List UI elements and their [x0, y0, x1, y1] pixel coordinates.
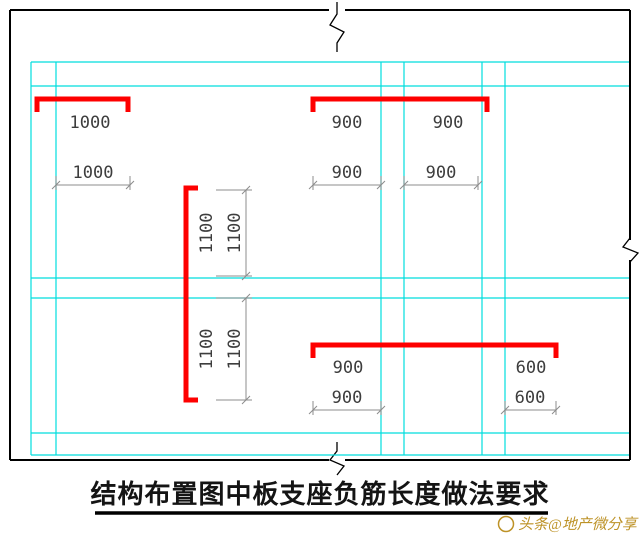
- dim-tick: [399, 180, 409, 190]
- dim-tick: [51, 180, 61, 190]
- bar-label-vertical-upper: 1100: [197, 213, 217, 254]
- dim-tick: [241, 271, 251, 281]
- dimension-lines: [51, 176, 561, 415]
- dim-text-vertical-lower: 1100: [225, 329, 245, 370]
- dim-text-bottom-right: 600: [515, 388, 546, 408]
- dim-tick: [308, 180, 318, 190]
- bar-label-top-left: 1000: [70, 113, 111, 133]
- wall-lines: [30, 61, 629, 456]
- rebar-top-left: [34, 96, 131, 112]
- dim-tick: [500, 405, 510, 415]
- dim-tick: [241, 293, 251, 303]
- break-symbol-bottom: [328, 442, 346, 476]
- dim-tick: [376, 180, 386, 190]
- dim-text-vertical-upper: 1100: [225, 213, 245, 254]
- watermark-logo-icon: [497, 515, 515, 533]
- drawing-border: [9, 9, 631, 461]
- dim-tick: [376, 405, 386, 415]
- dim-tick: [308, 405, 318, 415]
- dimension-texts: 1000 900 900 1100 1100 900 600 1000 900 …: [70, 113, 547, 408]
- watermark-text: 头条@地产微分享: [518, 516, 639, 533]
- dim-tick: [241, 185, 251, 195]
- bar-label-top-mid-right: 900: [433, 113, 464, 133]
- break-symbol-top: [329, 2, 345, 52]
- dim-text-top-mid-right: 900: [426, 163, 457, 183]
- watermark: 头条@地产微分享: [497, 515, 639, 533]
- dim-text-bottom-left: 900: [332, 388, 363, 408]
- bar-label-bottom-left: 900: [333, 358, 364, 378]
- dim-tick: [241, 395, 251, 405]
- rebars: [34, 96, 559, 403]
- break-symbol-right: [621, 226, 640, 274]
- rebar-vertical: [183, 185, 198, 403]
- rebar-top-middle: [310, 96, 490, 112]
- bar-label-bottom-right: 600: [516, 358, 547, 378]
- dim-text-top-mid-left: 900: [332, 163, 363, 183]
- drawing-title: 结构布置图中板支座负筋长度做法要求: [90, 479, 549, 509]
- bar-label-top-mid-left: 900: [332, 113, 363, 133]
- dim-tick: [473, 180, 483, 190]
- dim-text-top-left: 1000: [73, 163, 114, 183]
- rebar-bottom: [310, 342, 559, 358]
- bar-label-vertical-lower: 1100: [197, 329, 217, 370]
- dim-tick: [551, 405, 561, 415]
- dim-tick: [125, 180, 135, 190]
